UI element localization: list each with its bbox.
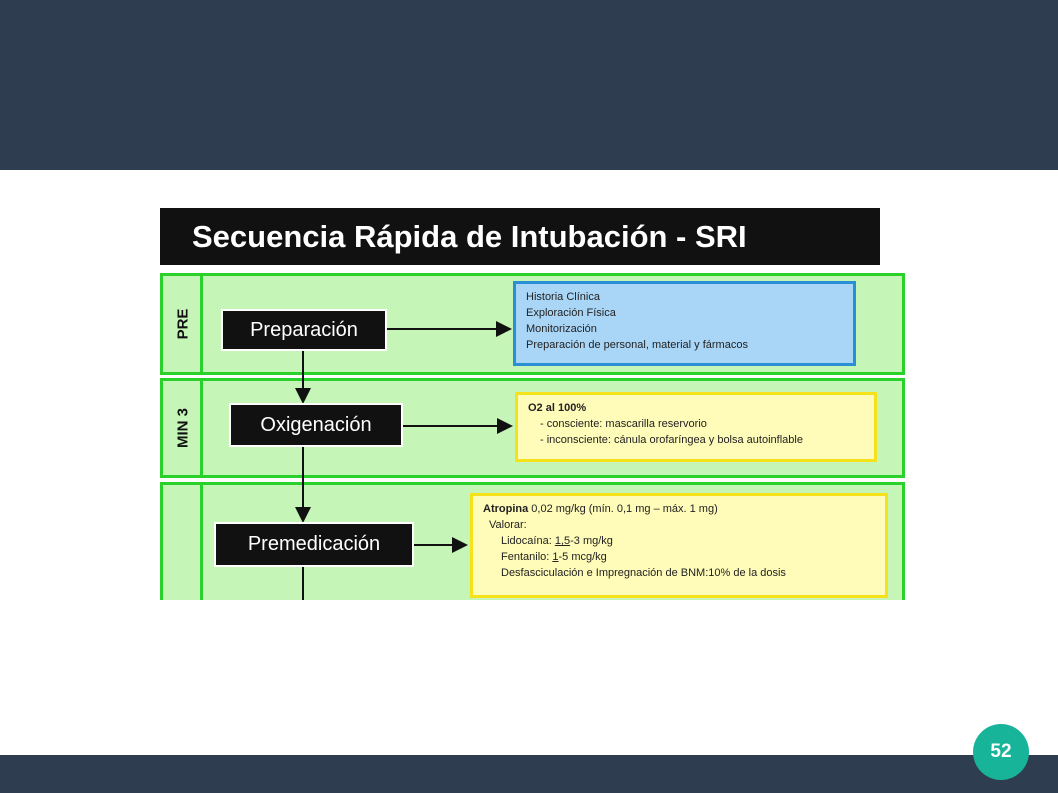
section-tab-min3: MIN 3: [163, 381, 203, 475]
sri-diagram: Secuencia Rápida de Intubación - SRI PRE…: [160, 208, 907, 600]
premed-drug: Atropina: [483, 503, 529, 515]
step-oxigenacion: Oxigenación: [229, 403, 403, 447]
section-label-min3: MIN 3: [174, 407, 192, 449]
lidocaina-range: -3 mg/kg: [570, 535, 613, 547]
oxy-info-box: O2 al 100% - consciente: mascarilla rese…: [515, 392, 877, 462]
premed-lidocaina-line: Lidocaína: 1,5-3 mg/kg: [483, 533, 875, 549]
slide-header-bar: [0, 0, 1058, 170]
pre-info-line: Exploración Física: [526, 307, 616, 319]
oxy-info-line: - inconsciente: cánula orofaríngea y bol…: [540, 434, 803, 446]
fentanilo-min: 1: [552, 551, 559, 563]
step-preparacion: Preparación: [221, 309, 387, 351]
lidocaina-min: 1,5: [554, 535, 571, 547]
lidocaina-name: Lidocaína:: [501, 535, 555, 547]
fentanilo-range: -5 mcg/kg: [558, 551, 607, 563]
section-tab-premedicacion: [163, 485, 203, 600]
diagram-title: Secuencia Rápida de Intubación - SRI: [160, 208, 880, 265]
pre-info-line: Historia Clínica: [526, 291, 600, 303]
premed-valorar: Valorar:: [489, 519, 527, 531]
premed-info-box: Atropina 0,02 mg/kg (mín. 0,1 mg – máx. …: [470, 493, 888, 598]
section-label-pre: PRE: [174, 308, 192, 340]
premed-fentanilo-line: Fentanilo: 1-5 mcg/kg: [483, 549, 875, 565]
fentanilo-name: Fentanilo:: [501, 551, 553, 563]
premed-dose: 0,02 mg/kg (mín. 0,1 mg – máx. 1 mg): [528, 503, 718, 515]
pre-info-box: Historia Clínica Exploración Física Moni…: [513, 281, 856, 366]
oxy-info-heading: O2 al 100%: [528, 402, 587, 414]
pre-info-line: Preparación de personal, material y fárm…: [526, 339, 748, 351]
step-premedicacion: Premedicación: [214, 522, 414, 567]
premed-atropina-line: Atropina 0,02 mg/kg (mín. 0,1 mg – máx. …: [483, 501, 875, 517]
oxy-info-line: - consciente: mascarilla reservorio: [540, 418, 707, 430]
slide-footer-bar: [0, 755, 1058, 793]
premed-desfasciculacion: Desfasciculación e Impregnación de BNM:1…: [501, 567, 786, 579]
section-tab-pre: PRE: [163, 276, 203, 372]
page-number-badge: 52: [973, 724, 1029, 780]
pre-info-line: Monitorización: [526, 323, 597, 335]
